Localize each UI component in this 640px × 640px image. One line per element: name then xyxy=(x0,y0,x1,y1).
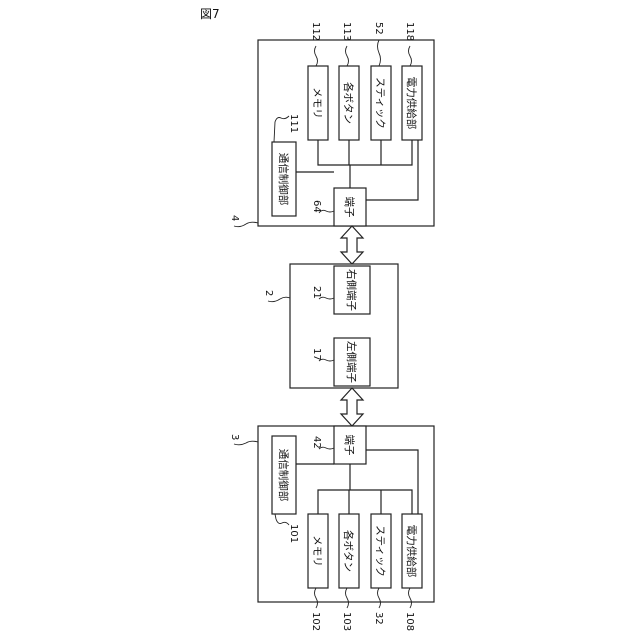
ref-113: 113 xyxy=(341,22,352,41)
figure-label: 図7 xyxy=(200,7,220,21)
ref-52: 52 xyxy=(373,22,384,35)
left-connection-arrow xyxy=(341,388,363,426)
right-stick-label: スティック xyxy=(374,77,386,129)
right-side-terminal-label-line1: 右側端子 xyxy=(345,269,358,311)
right-comm-label: 通信制御部 xyxy=(277,153,290,206)
left-stick-label: スティック xyxy=(374,525,386,577)
ref-112: 112 xyxy=(310,22,321,41)
right-power-label: 電力供給部 xyxy=(405,77,418,130)
ref-42: 42 xyxy=(311,436,322,449)
left-terminal-label: 端子 xyxy=(343,435,356,456)
ref-3: 3 xyxy=(229,434,240,440)
ref-103: 103 xyxy=(341,612,352,631)
ref-101: 101 xyxy=(288,524,299,543)
ref-4-leader xyxy=(234,222,258,226)
left-buttons-label: 各ボタン xyxy=(342,530,355,572)
right-connection-arrow xyxy=(341,226,363,264)
ref-102: 102 xyxy=(310,612,321,631)
left-controller: 端子 通信制御部 メモリ 各ボタン スティック 電力供給部 42 101 102… xyxy=(229,426,434,631)
ref-64: 64 xyxy=(311,200,322,213)
ref-21: 21 xyxy=(311,286,322,299)
right-terminal-label: 端子 xyxy=(343,197,356,218)
right-controller: メモリ 各ボタン スティック 電力供給部 通信制御部 端子 112 113 52… xyxy=(229,22,434,227)
ref-32: 32 xyxy=(373,612,384,625)
left-power-label: 電力供給部 xyxy=(405,525,418,578)
main-unit: 右側端子 左側端子 21 17 2 xyxy=(263,264,398,388)
ref-4: 4 xyxy=(229,215,240,221)
right-buttons-label: 各ボタン xyxy=(342,82,355,124)
ref-118: 118 xyxy=(404,22,415,41)
left-side-terminal-label: 左側端子 xyxy=(345,341,358,383)
ref-108: 108 xyxy=(404,612,415,631)
left-comm-label: 通信制御部 xyxy=(277,449,290,502)
ref-3-leader xyxy=(234,441,258,445)
ref-111: 111 xyxy=(288,114,299,133)
ref-2-leader xyxy=(268,297,290,301)
ref-2: 2 xyxy=(263,290,274,296)
left-memory-label: メモリ xyxy=(311,535,323,567)
ref-17: 17 xyxy=(311,348,322,361)
right-memory-label: メモリ xyxy=(311,87,323,119)
